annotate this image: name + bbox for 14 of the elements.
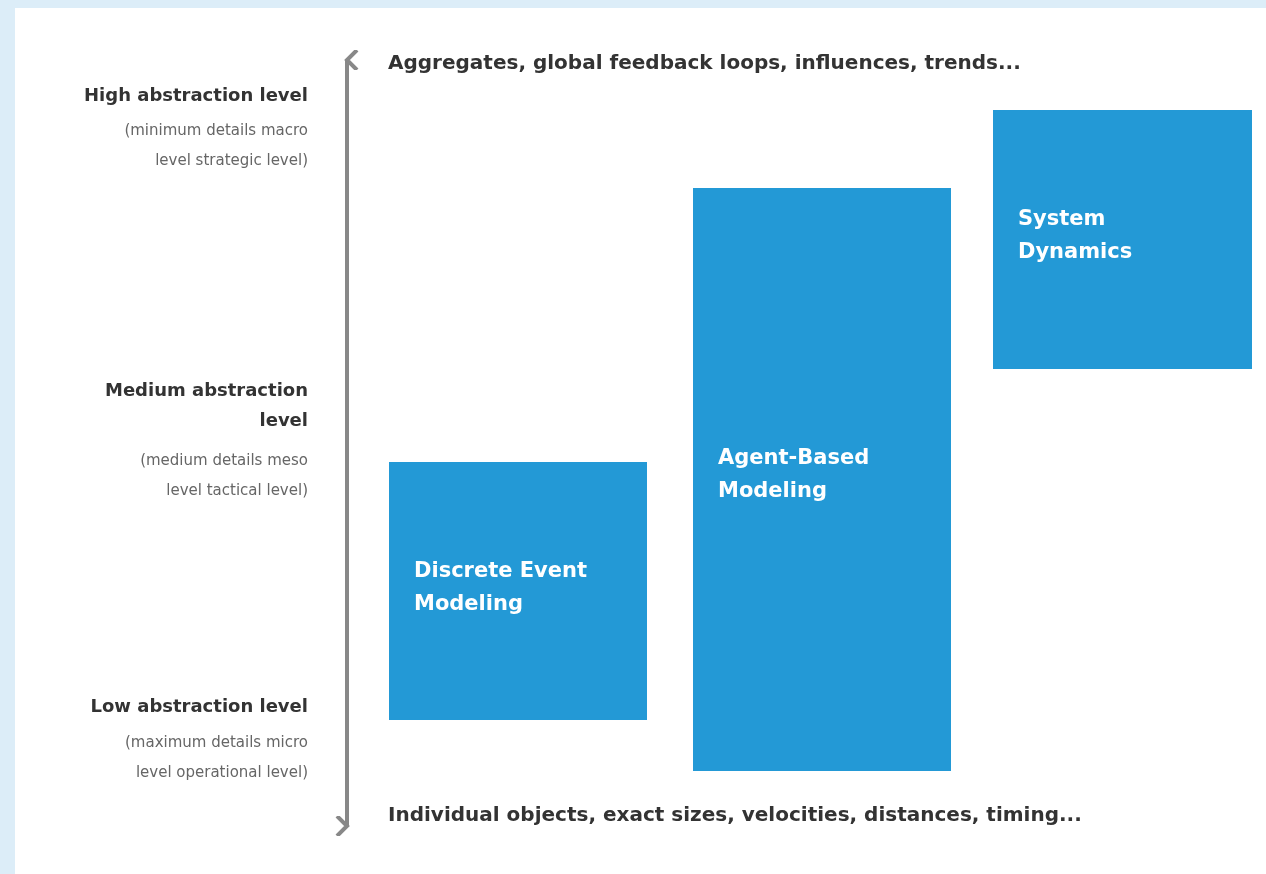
model-box	[693, 188, 951, 771]
model-box	[389, 462, 647, 720]
level-heading: Low abstraction level	[89, 694, 308, 718]
level-heading: Medium abstraction level	[104, 378, 308, 432]
level-description: (minimum details macro level strategic level)	[123, 120, 308, 171]
model-box	[993, 110, 1252, 369]
box-title: Agent-Based Modeling	[718, 444, 871, 504]
axis-caption: Aggregates, global feedback loops, influences, trends...	[388, 50, 1021, 74]
box-title: System Dynamics	[1018, 205, 1134, 265]
level-description: (medium details meso level tactical level)	[139, 450, 308, 501]
axis-caption: Individual objects, exact sizes, velocities, distances, timing...	[388, 802, 1082, 826]
box-title: Discrete Event Modeling	[414, 557, 589, 617]
level-heading: High abstraction level	[83, 83, 308, 107]
level-description: (maximum details micro level operational level)	[124, 732, 308, 783]
